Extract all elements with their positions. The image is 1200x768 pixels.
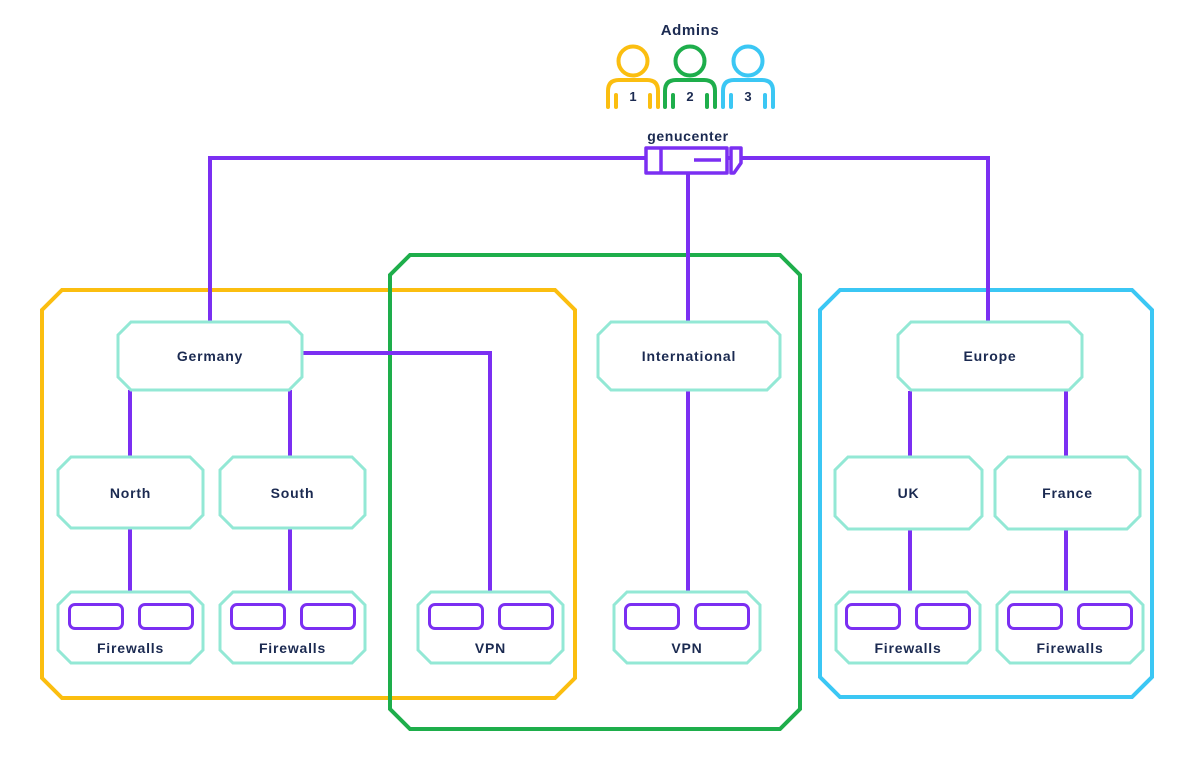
node-vpn-international: VPN [612, 590, 762, 665]
node-firewalls-south: Firewalls [218, 590, 367, 665]
firewall-devices [997, 603, 1143, 630]
europe-domain-border [818, 288, 1154, 699]
admin-1-icon [606, 44, 660, 109]
vpn-device-icon [624, 603, 680, 630]
admin-2-icon [663, 44, 717, 109]
node-vpn-germany-label: VPN [474, 640, 507, 656]
firewall-devices [220, 603, 365, 630]
node-france-label: France [1042, 485, 1093, 501]
node-firewalls-south-label: Firewalls [258, 640, 327, 656]
connector-lines [128, 156, 1068, 592]
firewall-device-icon [1077, 603, 1133, 630]
genucenter-label: genucenter [647, 128, 729, 144]
firewall-device-icon [67, 603, 124, 630]
germany-domain-border [40, 288, 577, 700]
genucenter-server-icon [644, 146, 743, 175]
link-germany-vpn [302, 351, 492, 592]
firewall-device-icon [137, 603, 194, 630]
international-domain-border [388, 253, 802, 731]
node-vpn-international-label: VPN [671, 640, 703, 656]
node-north: North [56, 455, 205, 530]
node-france: France [993, 455, 1142, 531]
node-germany: Germany [116, 320, 304, 392]
vpn-device-icon [497, 603, 554, 630]
firewall-device-icon [915, 603, 971, 630]
firewall-device-icon [845, 603, 901, 630]
node-international: International [596, 320, 782, 392]
vpn-device-icon [694, 603, 750, 630]
firewall-device-icon [229, 603, 286, 630]
node-firewalls-north-label: Firewalls [96, 640, 165, 656]
vpn-device-icon [427, 603, 484, 630]
node-europe: Europe [896, 320, 1084, 392]
node-vpn-germany: VPN [416, 590, 565, 665]
node-germany-label: Germany [176, 348, 244, 364]
node-firewalls-uk-label: Firewalls [874, 640, 942, 656]
firewall-devices [836, 603, 980, 630]
firewall-devices [58, 603, 203, 630]
admin-3-icon [721, 44, 775, 109]
admin-1-number: 1 [629, 89, 637, 104]
node-firewalls-france: Firewalls [995, 590, 1145, 665]
node-international-label: International [641, 348, 737, 364]
node-north-label: North [109, 484, 152, 501]
node-south: South [218, 455, 367, 530]
firewall-device-icon [299, 603, 356, 630]
admins-title: Admins [660, 22, 720, 39]
node-firewalls-uk: Firewalls [834, 590, 982, 665]
admin-3-number: 3 [744, 89, 752, 104]
firewall-device-icon [1007, 603, 1063, 630]
node-uk-label: UK [897, 485, 920, 501]
node-uk: UK [833, 455, 984, 531]
node-firewalls-france-label: Firewalls [1036, 640, 1104, 656]
node-south-label: South [270, 484, 315, 501]
node-firewalls-north: Firewalls [56, 590, 205, 665]
node-europe-label: Europe [963, 348, 1017, 364]
admin-2-number: 2 [686, 89, 694, 104]
vpn-devices [614, 603, 760, 630]
vpn-devices [418, 603, 563, 630]
